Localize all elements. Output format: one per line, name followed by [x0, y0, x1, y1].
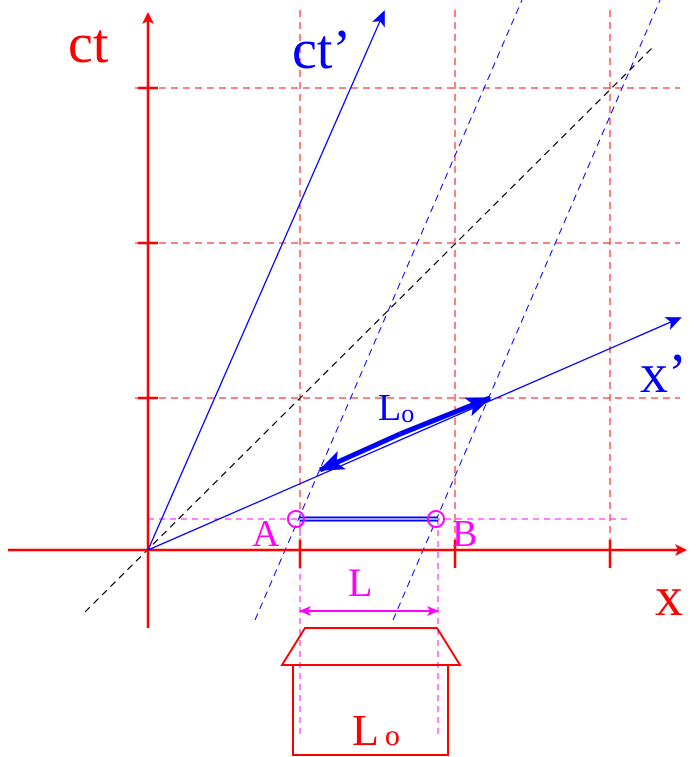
ct-prime-axis-label: ct’: [292, 19, 351, 81]
proper-length-l: L: [378, 387, 401, 429]
x-prime-axis-label: x’: [640, 343, 687, 405]
garage-length-l: L: [352, 706, 379, 755]
x-prime-axis: [147, 317, 682, 551]
light-line: [84, 44, 656, 613]
garage-walls: [292, 665, 449, 756]
worldline-end-a: [254, 0, 523, 621]
event-b-label: B: [452, 513, 477, 555]
event-a-label: A: [252, 513, 280, 555]
garage-shape: [280, 627, 462, 756]
ct-axis-ticks: [138, 86, 158, 400]
x-axis-label: x: [655, 566, 683, 628]
contracted-length-label: L: [348, 560, 372, 605]
garage-roof: [280, 627, 462, 666]
x-axis-ticks: [298, 540, 612, 568]
proper-length-subscript: o: [401, 399, 414, 428]
stationary-axes: [8, 12, 687, 628]
event-b-marker: [427, 510, 445, 528]
garage-length-subscript: o: [385, 719, 400, 752]
stationary-grid: [135, 10, 680, 550]
ct-prime-axis: [147, 10, 385, 551]
moving-axes: [147, 10, 682, 551]
proper-length-label: Lo: [378, 387, 414, 429]
event-a-marker: [287, 510, 305, 528]
ct-axis-label: ct: [68, 13, 109, 75]
proper-length-arrow: [318, 395, 492, 473]
